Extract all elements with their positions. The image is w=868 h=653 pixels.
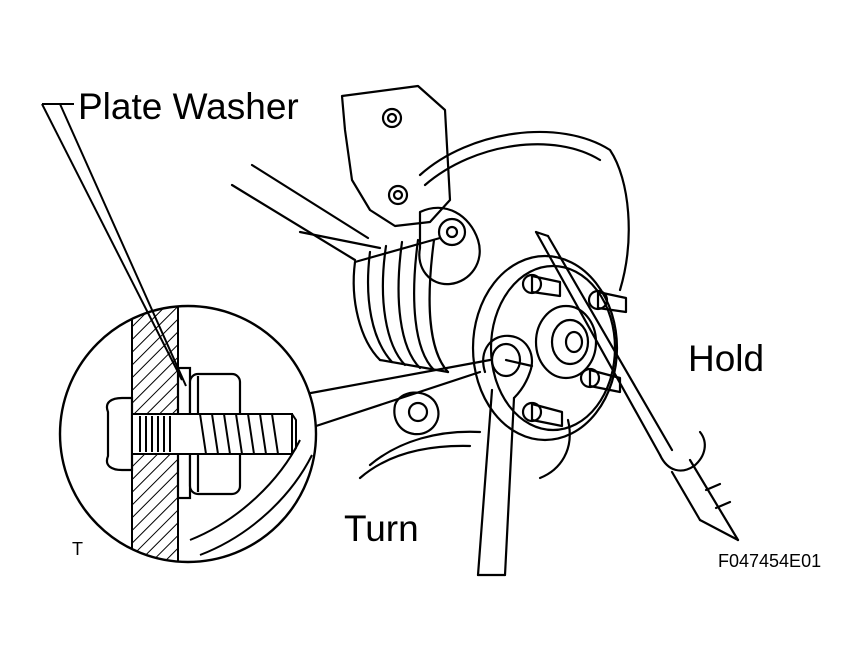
hub-bolt (521, 401, 564, 428)
hub-bolt (587, 289, 628, 314)
plate-washer-label: Plate Washer (78, 86, 299, 127)
box-end-wrench (476, 334, 534, 577)
figure-id-label: F047454E01 (718, 551, 822, 571)
cv-boot (352, 236, 450, 374)
hub-bolt (521, 273, 562, 298)
bolt-shank (131, 413, 297, 455)
drive-shaft (230, 163, 382, 262)
view-marker-label: T (72, 539, 83, 559)
plate-washer-leader (41, 103, 187, 387)
detail-callout-lines (298, 358, 492, 430)
steering-knuckle (340, 84, 481, 436)
screwdriver (534, 230, 740, 542)
hub-bolt (579, 367, 622, 394)
hold-label: Hold (688, 338, 765, 379)
turn-label: Turn (344, 508, 419, 549)
detail-view (58, 304, 318, 564)
axle-hub (471, 254, 619, 442)
bolt-head (105, 396, 134, 472)
dust-shield (358, 130, 630, 480)
